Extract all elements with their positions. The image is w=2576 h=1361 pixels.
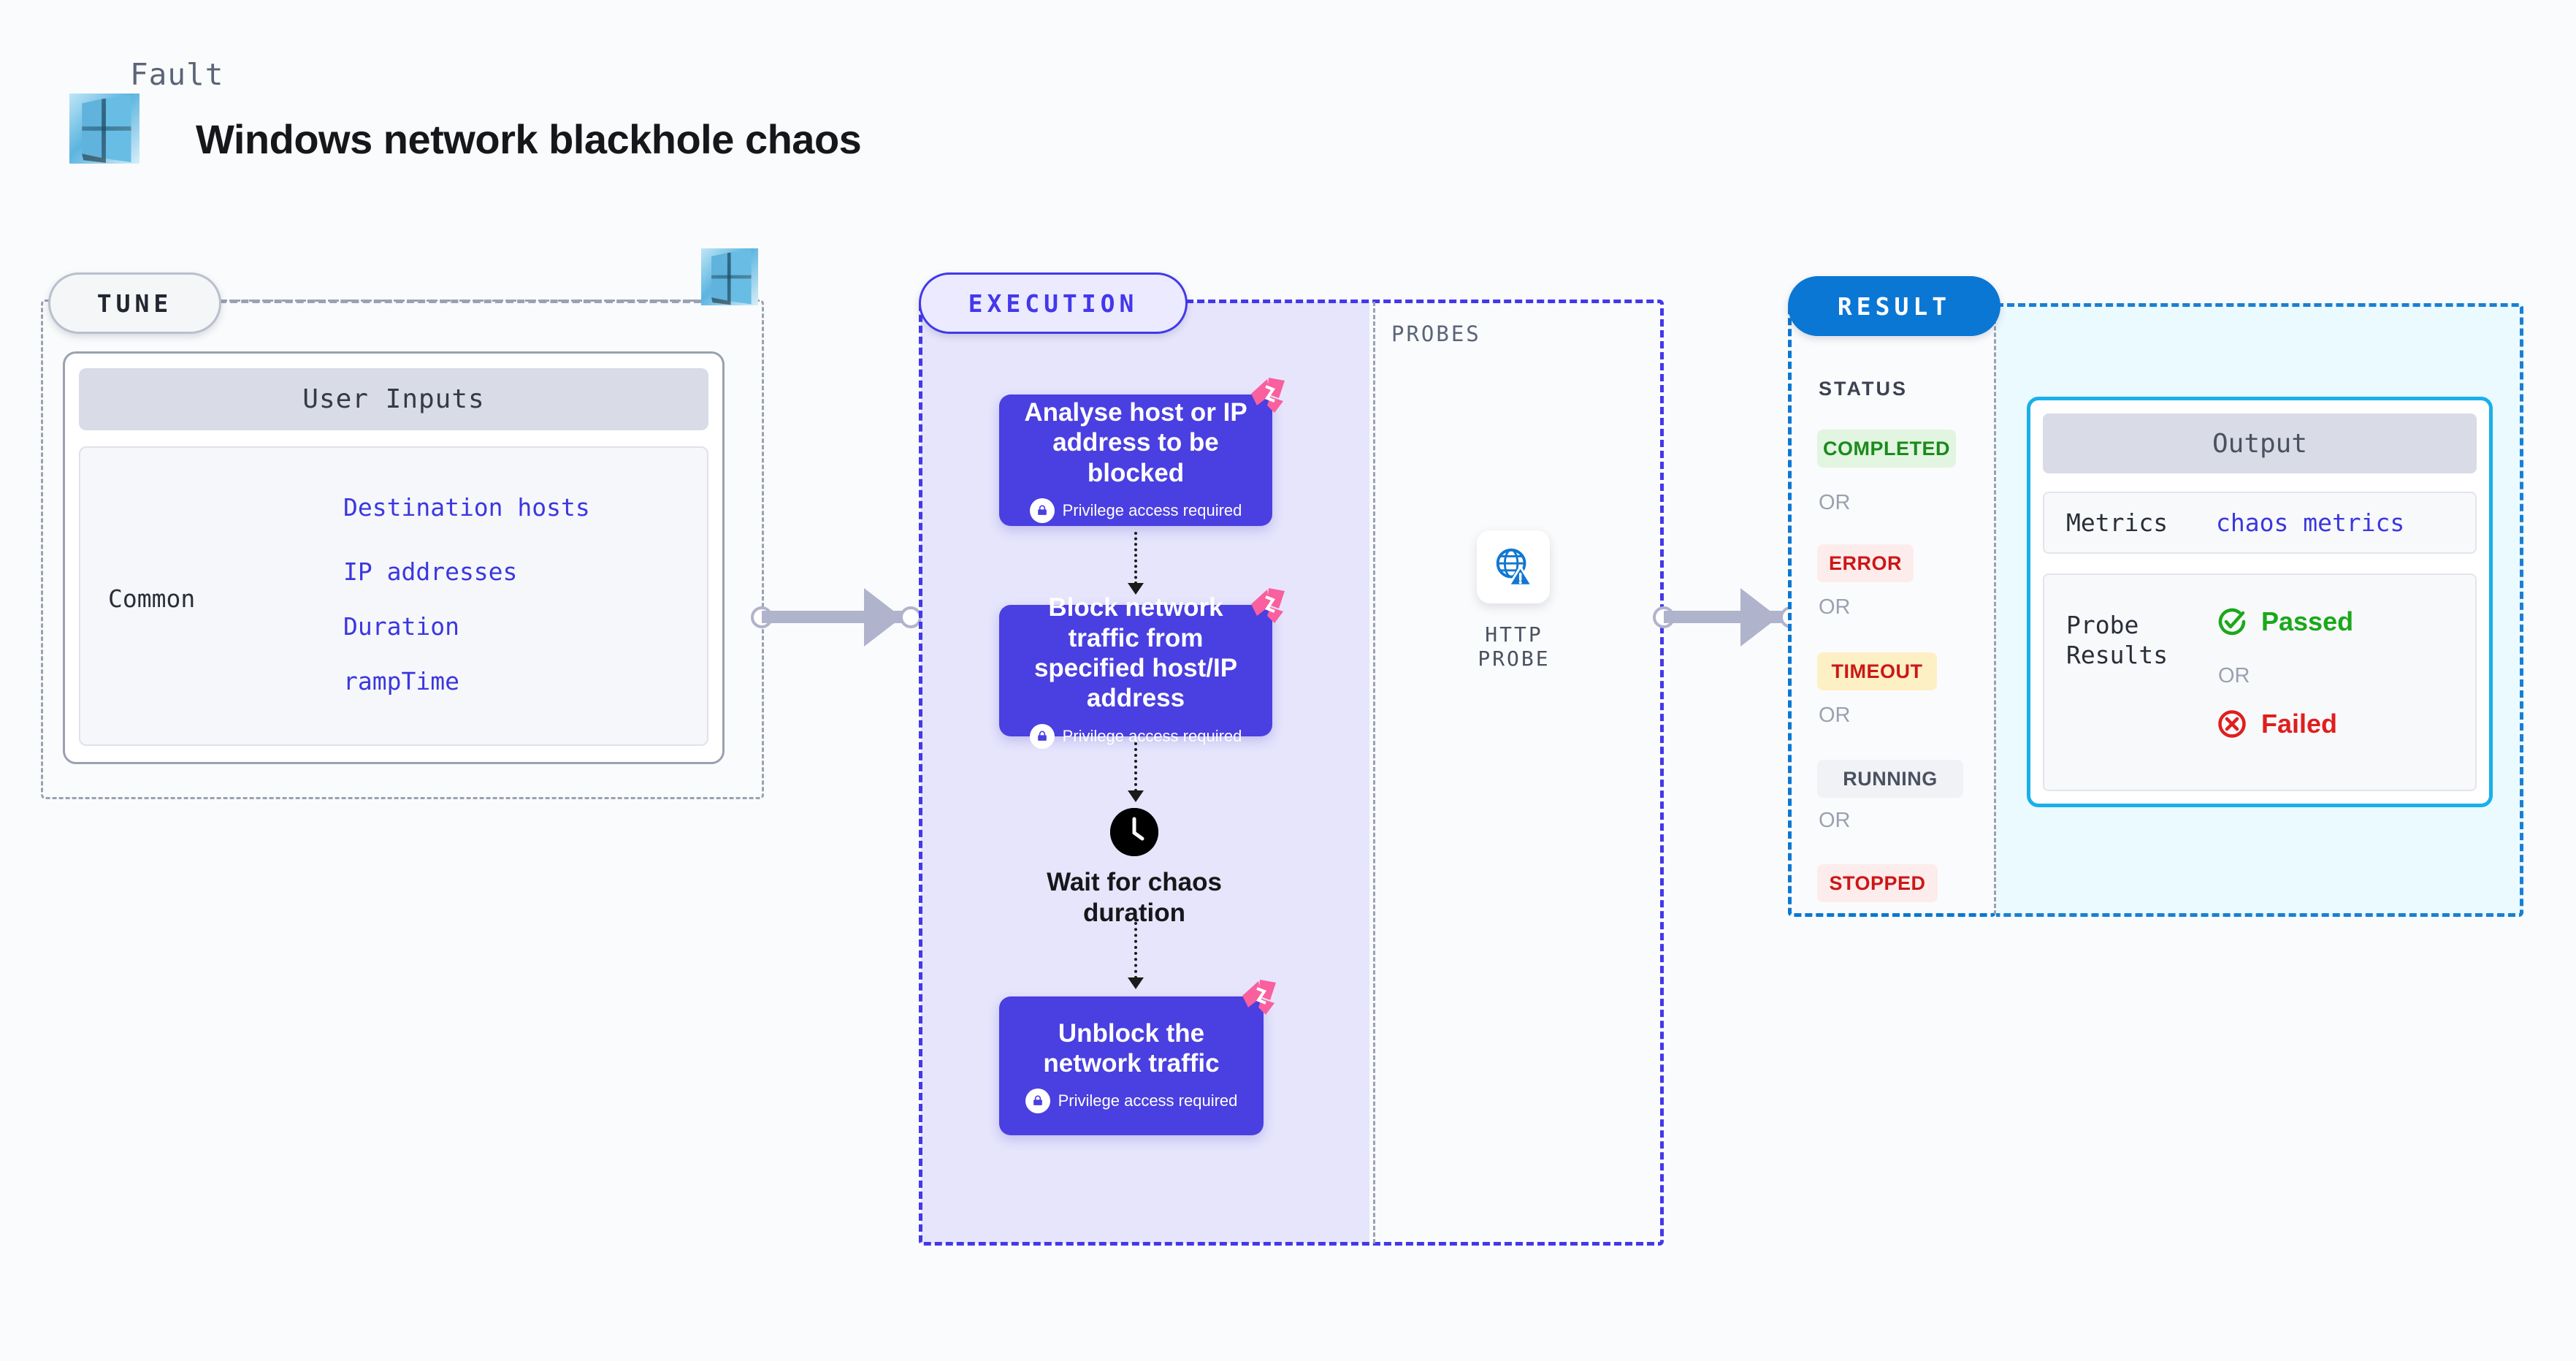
user-inputs-title: User Inputs bbox=[79, 368, 708, 430]
probes-label: PROBES bbox=[1391, 321, 1481, 346]
flow-arrow-1 bbox=[1134, 532, 1137, 584]
litmus-chaos-icon bbox=[1251, 378, 1285, 413]
status-heading: STATUS bbox=[1819, 378, 1908, 400]
status-badge-completed: COMPLETED bbox=[1817, 430, 1956, 468]
privilege-text: Privilege access required bbox=[1062, 500, 1242, 519]
flow-arrow-head-3 bbox=[1128, 977, 1144, 989]
execution-step-title: Unblock the network traffic bbox=[1043, 1018, 1220, 1078]
flow-arrow-3 bbox=[1134, 922, 1137, 979]
or-label-4: OR bbox=[1819, 809, 1851, 832]
probe-results-label: Probe Results bbox=[2066, 611, 2168, 670]
tune-phase-pill[interactable]: TUNE bbox=[48, 272, 221, 334]
status-badge-running: RUNNING bbox=[1817, 760, 1963, 798]
or-label-3: OR bbox=[1819, 704, 1851, 727]
or-label-2: OR bbox=[1819, 595, 1851, 619]
connector-dot-execution-in bbox=[900, 606, 922, 628]
http-probe-label: HTTP PROBE bbox=[1478, 622, 1551, 671]
probes-divider bbox=[1373, 302, 1375, 1243]
check-circle-icon bbox=[2218, 608, 2246, 636]
windows-logo-icon bbox=[701, 248, 758, 305]
tune-param-destination-hosts[interactable]: Destination hosts bbox=[343, 493, 590, 522]
tune-param-duration[interactable]: Duration bbox=[343, 612, 459, 641]
connector-arrow-execution-result bbox=[1740, 588, 1778, 647]
status-badge-stopped: STOPPED bbox=[1817, 864, 1938, 902]
litmus-chaos-icon bbox=[1242, 980, 1276, 1015]
flow-arrow-head-1 bbox=[1128, 583, 1144, 595]
privilege-text: Privilege access required bbox=[1058, 1091, 1238, 1110]
probe-results-row: Probe Results Passed OR Failed bbox=[2043, 573, 2477, 791]
output-title: Output bbox=[2043, 413, 2477, 473]
result-status-boundary bbox=[1788, 303, 1996, 917]
tune-param-ramptime[interactable]: rampTime bbox=[343, 667, 459, 695]
flow-arrow-2 bbox=[1134, 742, 1137, 792]
connector-arrow-tune-execution bbox=[864, 588, 902, 647]
passed-label: Passed bbox=[2261, 606, 2354, 636]
litmus-chaos-icon bbox=[1251, 588, 1285, 623]
execution-section-boundary bbox=[919, 300, 1664, 1246]
privilege-notice: Privilege access required bbox=[1029, 497, 1242, 523]
metrics-label: Metrics bbox=[2066, 508, 2168, 537]
common-group-label: Common bbox=[108, 584, 196, 613]
x-circle-icon bbox=[2218, 710, 2246, 738]
wait-for-chaos-duration-label: Wait for chaos duration bbox=[1047, 868, 1222, 927]
windows-logo-icon bbox=[69, 94, 139, 164]
probe-result-failed: Failed bbox=[2216, 708, 2337, 740]
tune-section-boundary bbox=[41, 300, 764, 799]
failed-label: Failed bbox=[2261, 709, 2338, 739]
probe-or-label: OR bbox=[2218, 664, 2250, 687]
execution-step-title: Analyse host or IP address to be blocked bbox=[1024, 398, 1247, 487]
user-inputs-body bbox=[79, 446, 708, 746]
page-title: Windows network blackhole chaos bbox=[196, 116, 862, 162]
metrics-value[interactable]: chaos metrics bbox=[2216, 508, 2405, 537]
execution-step-card-3[interactable]: Unblock the network traffic Privilege ac… bbox=[999, 996, 1264, 1135]
execution-step-card-2[interactable]: Block network traffic from specified hos… bbox=[999, 593, 1272, 749]
lock-icon bbox=[1025, 1089, 1050, 1114]
result-phase-pill[interactable]: RESULT bbox=[1788, 276, 2000, 336]
privilege-notice: Privilege access required bbox=[1029, 723, 1242, 749]
status-badge-timeout: TIMEOUT bbox=[1817, 652, 1937, 690]
tune-param-ip-addresses[interactable]: IP addresses bbox=[343, 557, 518, 586]
metrics-row: Metrics chaos metrics bbox=[2043, 492, 2477, 554]
privilege-text: Privilege access required bbox=[1062, 726, 1242, 745]
execution-step-card-1[interactable]: Analyse host or IP address to be blocked… bbox=[999, 394, 1272, 526]
or-label-1: OR bbox=[1819, 491, 1851, 514]
lock-icon bbox=[1029, 723, 1055, 749]
clock-icon bbox=[1110, 808, 1158, 856]
fault-label: Fault bbox=[130, 57, 224, 92]
execution-phase-pill[interactable]: EXECUTION bbox=[919, 272, 1188, 334]
lock-icon bbox=[1029, 497, 1055, 523]
status-badge-error: ERROR bbox=[1817, 544, 1914, 582]
execution-step-title: Block network traffic from specified hos… bbox=[1033, 593, 1238, 713]
globe-warning-icon[interactable] bbox=[1477, 530, 1550, 603]
probe-result-passed: Passed bbox=[2216, 606, 2353, 638]
flow-arrow-head-2 bbox=[1128, 790, 1144, 802]
privilege-notice: Privilege access required bbox=[1025, 1089, 1238, 1114]
